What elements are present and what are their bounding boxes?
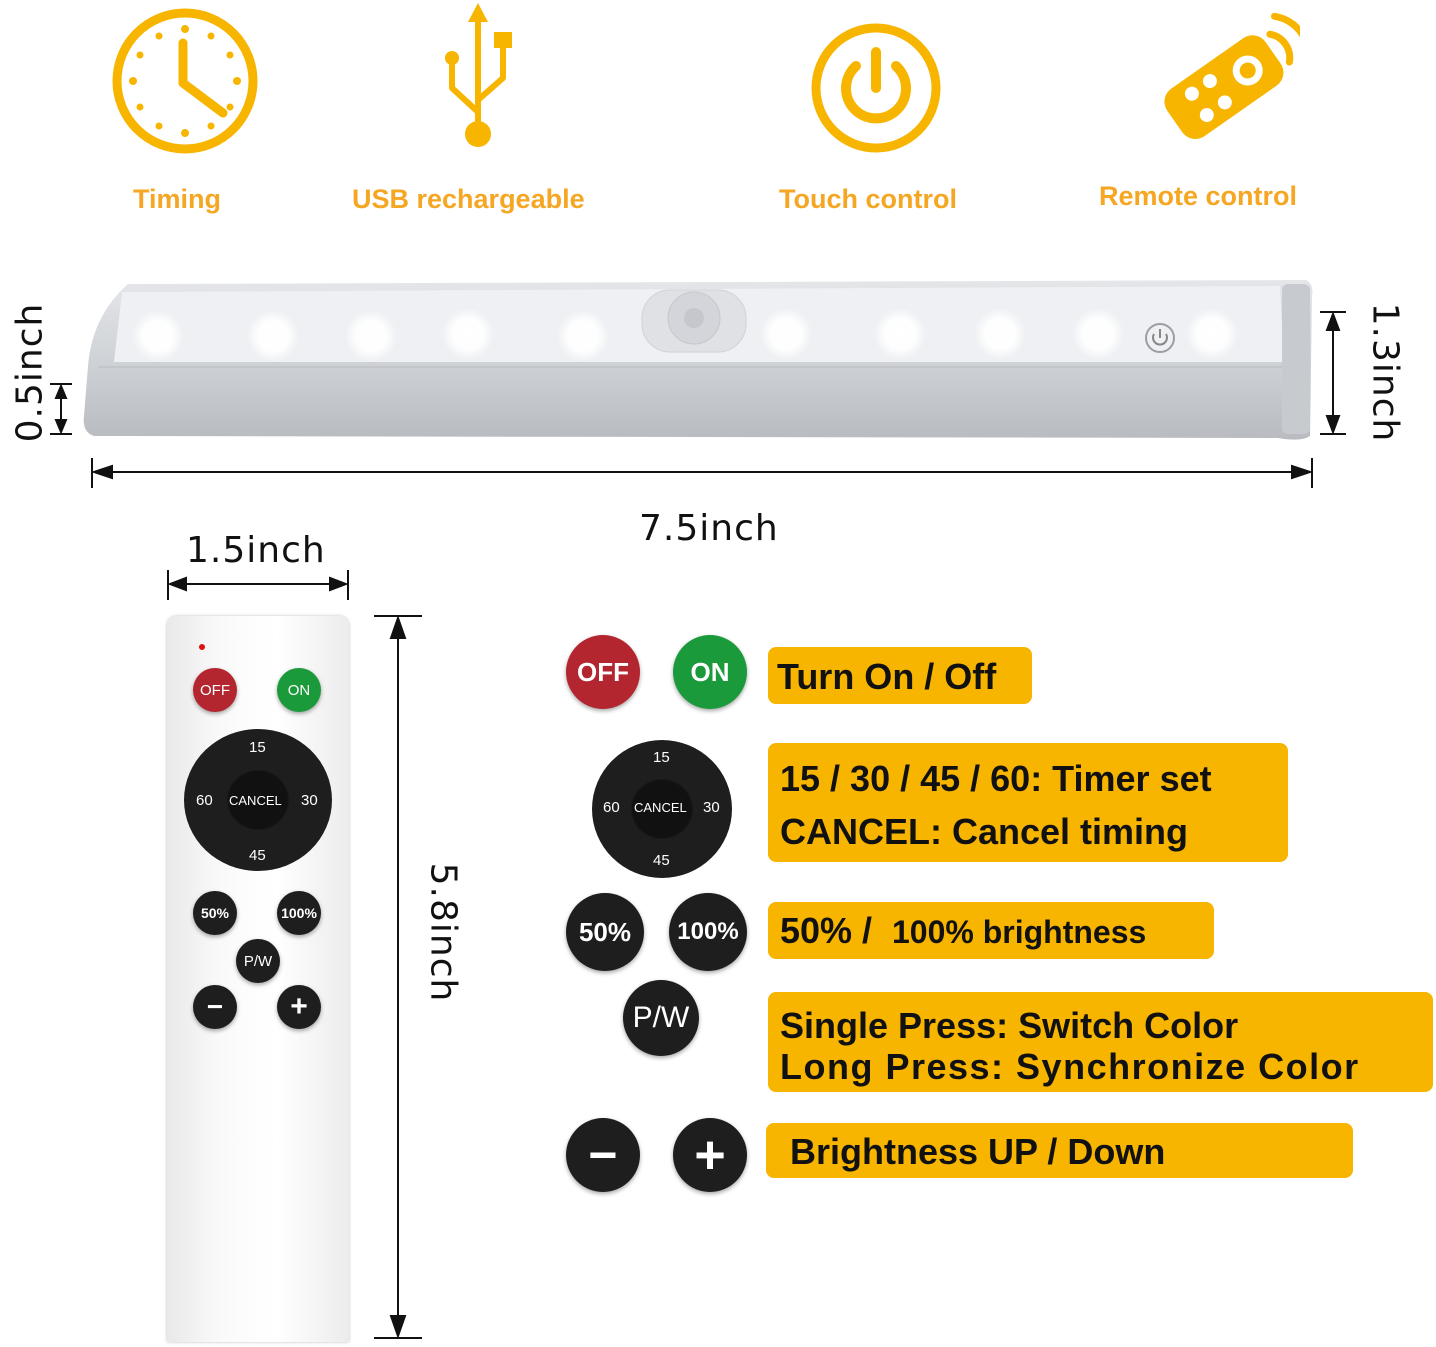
legend-timer-60: 60 [603, 799, 620, 816]
clock-icon [105, 5, 265, 165]
legend-pw-line1: Single Press: Switch Color [780, 1005, 1239, 1046]
usb-icon [435, 0, 525, 160]
remote-plus-button[interactable]: + [277, 985, 321, 1029]
bar-height-label: 1.3inch [1364, 302, 1406, 443]
bar-length-label: 7.5inch [639, 508, 779, 549]
legend-100-button: 100% [669, 893, 747, 971]
legend-timer-line2: CANCEL: Cancel timing [780, 811, 1189, 852]
legend-pw-button: P/W [623, 980, 699, 1056]
remote-width-label: 1.5inch [186, 530, 326, 571]
dimension-lines-bar [0, 300, 1436, 500]
remote-off-button[interactable]: OFF [193, 668, 237, 712]
legend-pw-box: Single Press: Switch Color Long Press: S… [768, 992, 1433, 1092]
feature-label-remote: Remote control [1099, 181, 1298, 211]
feature-label-usb: USB rechargeable [352, 184, 585, 214]
remote-100-button[interactable]: 100% [277, 891, 321, 935]
legend-timer-box: 15 / 30 / 45 / 60: Timer set CANCEL: Can… [768, 743, 1288, 862]
legend-brightness-text-a: 50% / [780, 910, 873, 951]
feature-label-timing: Timing [133, 184, 222, 214]
legend-onoff-box: Turn On / Off [768, 647, 1032, 704]
dimension-lines-remote [160, 560, 460, 1342]
remote-cancel-label: CANCEL [229, 793, 282, 808]
indicator-led [199, 644, 205, 650]
legend-timer-45: 45 [653, 852, 670, 869]
legend-off-button: OFF [566, 635, 640, 709]
legend-cancel-center [630, 778, 694, 840]
remote-minus-button[interactable]: − [193, 985, 237, 1029]
remote-pw-button[interactable]: P/W [236, 939, 280, 983]
remote-cancel-button[interactable] [226, 769, 290, 831]
legend-pw-line2: Long Press: Synchronize Color [780, 1046, 1360, 1087]
legend-timer-line1: 15 / 30 / 45 / 60: Timer set [780, 758, 1212, 799]
remote-timer-15[interactable]: 15 [249, 739, 266, 756]
remote-timer-45[interactable]: 45 [249, 847, 266, 864]
legend-brightness-box: 50% / 100% brightness [768, 902, 1214, 959]
legend-minus-button: − [566, 1118, 640, 1192]
remote-length-label: 5.8inch [422, 862, 464, 1003]
legend-50-button: 50% [566, 893, 644, 971]
legend-brightness-text-b: 100% brightness [892, 914, 1147, 950]
legend-timer-30: 30 [703, 799, 720, 816]
remote-timer-60[interactable]: 60 [196, 792, 213, 809]
legend-cancel-label: CANCEL [634, 800, 687, 815]
remote-on-button[interactable]: ON [277, 668, 321, 712]
remote-50-button[interactable]: 50% [193, 891, 237, 935]
remote-icon [1140, 0, 1312, 160]
legend-on-button: ON [673, 635, 747, 709]
led-light-bar [78, 276, 1318, 446]
legend-timer-dial: 15 30 45 60 CANCEL [592, 740, 732, 878]
legend-onoff-text: Turn On / Off [777, 656, 997, 697]
remote-timer-dial[interactable]: 15 30 45 60 CANCEL [184, 729, 332, 871]
legend-timer-15: 15 [653, 749, 670, 766]
feature-label-touch: Touch control [779, 184, 957, 214]
bar-depth-label: 0.5inch [9, 302, 51, 443]
remote-timer-30[interactable]: 30 [301, 792, 318, 809]
legend-plus-button: + [673, 1118, 747, 1192]
legend-updown-text: Brightness UP / Down [790, 1131, 1166, 1172]
power-icon [808, 20, 944, 156]
legend-updown-box: Brightness UP / Down [766, 1123, 1353, 1178]
